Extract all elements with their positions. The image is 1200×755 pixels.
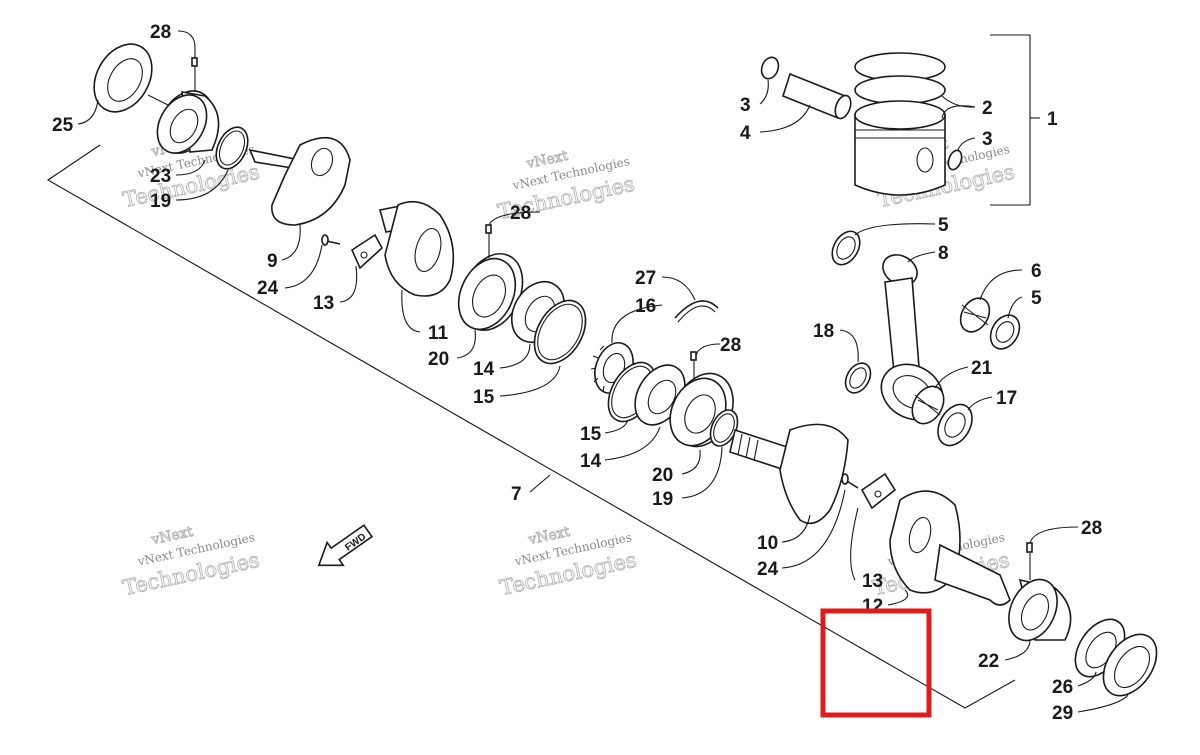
callout-5: 5	[938, 215, 949, 236]
callout-28: 28	[720, 335, 741, 356]
callout-25: 25	[52, 115, 74, 136]
crankshaft-half-9	[248, 136, 351, 226]
callout-15: 15	[473, 387, 495, 408]
thrust-washer-5-right	[989, 314, 1021, 350]
callout-6: 6	[1031, 261, 1042, 282]
callout-3: 3	[740, 95, 751, 116]
callout-19: 19	[652, 489, 673, 510]
leader-lines	[77, 30, 1129, 713]
callout-10: 10	[757, 533, 778, 554]
callout-14: 14	[473, 359, 495, 380]
crankshaft-half-12	[889, 490, 1011, 606]
callout-11: 11	[428, 323, 449, 344]
callout-16: 16	[635, 296, 656, 317]
thrust-washer-5-top	[831, 230, 861, 266]
callout-7: 7	[511, 484, 522, 505]
callout-2: 2	[982, 98, 993, 119]
forward-direction-arrow: FWD	[317, 524, 374, 567]
callout-17: 17	[996, 388, 1017, 409]
piston-pin-clip-3-right	[947, 149, 963, 171]
callout-4: 4	[740, 123, 751, 144]
callout-15: 15	[580, 424, 602, 445]
oil-seal-25	[93, 43, 153, 113]
callout-8: 8	[938, 243, 949, 264]
callout-9: 9	[267, 251, 278, 272]
retaining-ring-27	[674, 300, 719, 323]
screw-24-right	[841, 473, 859, 489]
thrust-washer-18	[844, 362, 872, 394]
callout-14: 14	[580, 451, 602, 472]
piston-pin-4	[782, 72, 852, 120]
callout-29: 29	[1052, 703, 1073, 724]
highlight-box	[820, 608, 932, 718]
o-ring-19-left	[215, 126, 249, 170]
callout-13: 13	[862, 571, 883, 592]
dowel-pin-28-right	[1026, 542, 1033, 553]
callout-1: 1	[1047, 109, 1058, 130]
needle-bearing-21	[911, 385, 945, 425]
callout-26: 26	[1052, 677, 1073, 698]
piston-bracket	[990, 34, 1040, 206]
crankshaft-half-11	[379, 200, 455, 297]
callout-18: 18	[813, 321, 834, 342]
crankshaft-half-10	[729, 423, 849, 525]
callout-labels: 28 25 23 19 9 24 13 28 11 20 14 15 27 16…	[52, 22, 1102, 724]
dowel-pin-28-center	[690, 351, 697, 361]
callout-21: 21	[971, 358, 993, 379]
crankshaft-assembly-bracket	[46, 144, 1016, 709]
callout-19: 19	[150, 191, 171, 212]
callout-20: 20	[652, 465, 673, 486]
callout-3: 3	[982, 129, 993, 150]
watermark: vNext vNext Technologies Technologies	[120, 523, 262, 600]
callout-24: 24	[257, 278, 279, 299]
piston-1	[854, 100, 946, 196]
piston-rings-2	[854, 52, 946, 105]
thrust-washer-17	[937, 403, 973, 447]
watermark: vNext vNext Technologies Technologies	[497, 523, 639, 600]
callout-28: 28	[510, 203, 531, 224]
callout-24: 24	[757, 559, 779, 580]
callout-13: 13	[313, 293, 334, 314]
ball-bearing-23	[156, 90, 220, 154]
shim-13-right	[860, 472, 897, 510]
roller-bearing-22	[1008, 578, 1072, 642]
callout-28: 28	[1081, 518, 1102, 539]
shim-13-left	[350, 233, 384, 270]
ring-29	[1102, 633, 1158, 697]
callout-27: 27	[635, 268, 656, 289]
piston-pin-clip-3-left	[760, 56, 780, 80]
callout-22: 22	[978, 651, 999, 672]
callout-12: 12	[862, 596, 883, 617]
needle-bearing-6	[959, 297, 991, 333]
callout-5: 5	[1031, 288, 1042, 309]
callout-20: 20	[428, 349, 449, 370]
dowel-pin-28-left	[485, 224, 492, 234]
o-ring-19-center	[709, 409, 739, 447]
screw-24-left	[321, 234, 341, 246]
callout-23: 23	[150, 166, 171, 187]
snap-ring-15-left	[533, 299, 587, 365]
callout-28: 28	[150, 22, 171, 43]
